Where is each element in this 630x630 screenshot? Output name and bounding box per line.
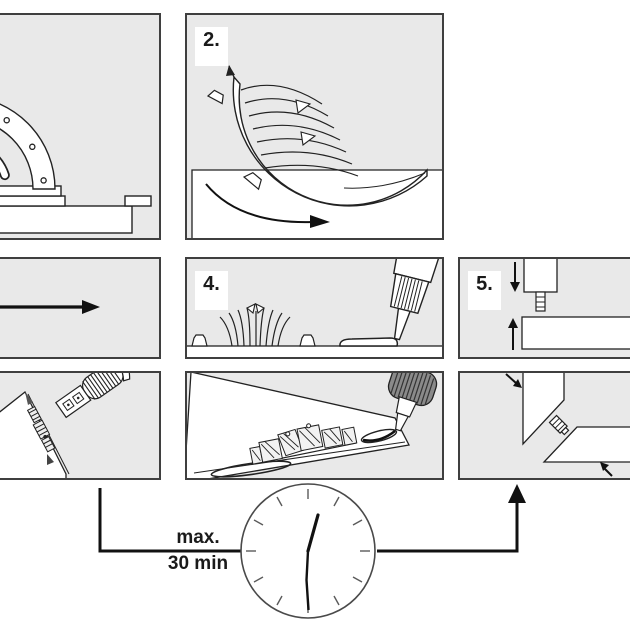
panel-step5: 5. <box>458 257 630 359</box>
panel-fit-corner <box>0 371 161 480</box>
glue-bead <box>362 430 396 442</box>
board-perspective <box>187 373 410 478</box>
hinge-fitting-part <box>55 373 131 419</box>
join-parts-illustration <box>508 259 630 350</box>
press-up-arrow <box>508 318 518 350</box>
panel-step4: 4. <box>185 257 444 359</box>
timer-duration-label: 30 min <box>167 553 229 574</box>
hook-tabs <box>246 302 265 315</box>
board-edge <box>187 345 442 357</box>
board-corner <box>0 390 67 478</box>
rotation-arrow <box>205 183 330 228</box>
press-down-arrow <box>510 262 520 292</box>
join-arrow-bottom <box>600 462 613 477</box>
panel-step3 <box>0 257 161 359</box>
base-board <box>0 205 133 234</box>
glue-slots-illustration <box>187 373 438 478</box>
arch-slot <box>0 156 10 181</box>
join-arrow-top <box>505 373 522 388</box>
folded-hinge-mechanism <box>249 423 358 466</box>
arch-part <box>0 103 56 190</box>
clock-hour-hand <box>306 513 320 553</box>
connector-line-left <box>98 488 243 553</box>
glued-slot <box>360 428 398 444</box>
guide-rail <box>0 195 66 207</box>
slide-arrow <box>0 300 100 314</box>
arch-holes <box>3 116 47 184</box>
base-bracket <box>124 195 152 207</box>
glue-bottle-icon <box>387 373 438 432</box>
apply-glue-illustration <box>187 259 442 357</box>
rotate-rail-illustration <box>191 65 442 238</box>
rib-fan <box>219 307 291 347</box>
glue-bottle-icon <box>389 259 442 341</box>
timer-max-label: max. <box>176 527 220 548</box>
panel-glue-slots <box>185 371 444 480</box>
panel-assemble-corner <box>458 371 630 480</box>
step4-label: 4. <box>195 271 228 310</box>
glue-bead <box>339 337 399 347</box>
upper-block <box>523 259 558 293</box>
work-surface <box>191 169 442 238</box>
panel-step1 <box>0 13 161 240</box>
dowel-peg <box>548 414 570 436</box>
hook-tabs <box>295 99 317 146</box>
lower-mitre-panel <box>542 426 630 463</box>
empty-slot <box>210 460 292 478</box>
clock-icon <box>240 483 376 619</box>
step5-label: 5. <box>468 271 501 310</box>
clock-minute-hand <box>305 550 310 611</box>
stud-pegs <box>191 334 316 347</box>
panel-step2: 2. <box>185 13 444 240</box>
slide-direction-illustration <box>0 300 100 314</box>
dowel-peg <box>535 291 546 312</box>
lower-panel <box>521 316 630 350</box>
curved-rail-part <box>206 65 428 207</box>
upper-mitre-panel <box>522 373 565 446</box>
connector-arrow-up <box>508 484 526 503</box>
edge-fittings <box>25 392 56 465</box>
connector-line-right <box>377 500 519 553</box>
corner-fitting-illustration <box>0 373 131 478</box>
arch-on-base-illustration <box>0 103 152 234</box>
arch-foot <box>0 185 62 197</box>
corner-assembly-illustration <box>505 373 630 477</box>
step2-label: 2. <box>195 27 228 66</box>
wait-time-connector <box>98 483 526 619</box>
